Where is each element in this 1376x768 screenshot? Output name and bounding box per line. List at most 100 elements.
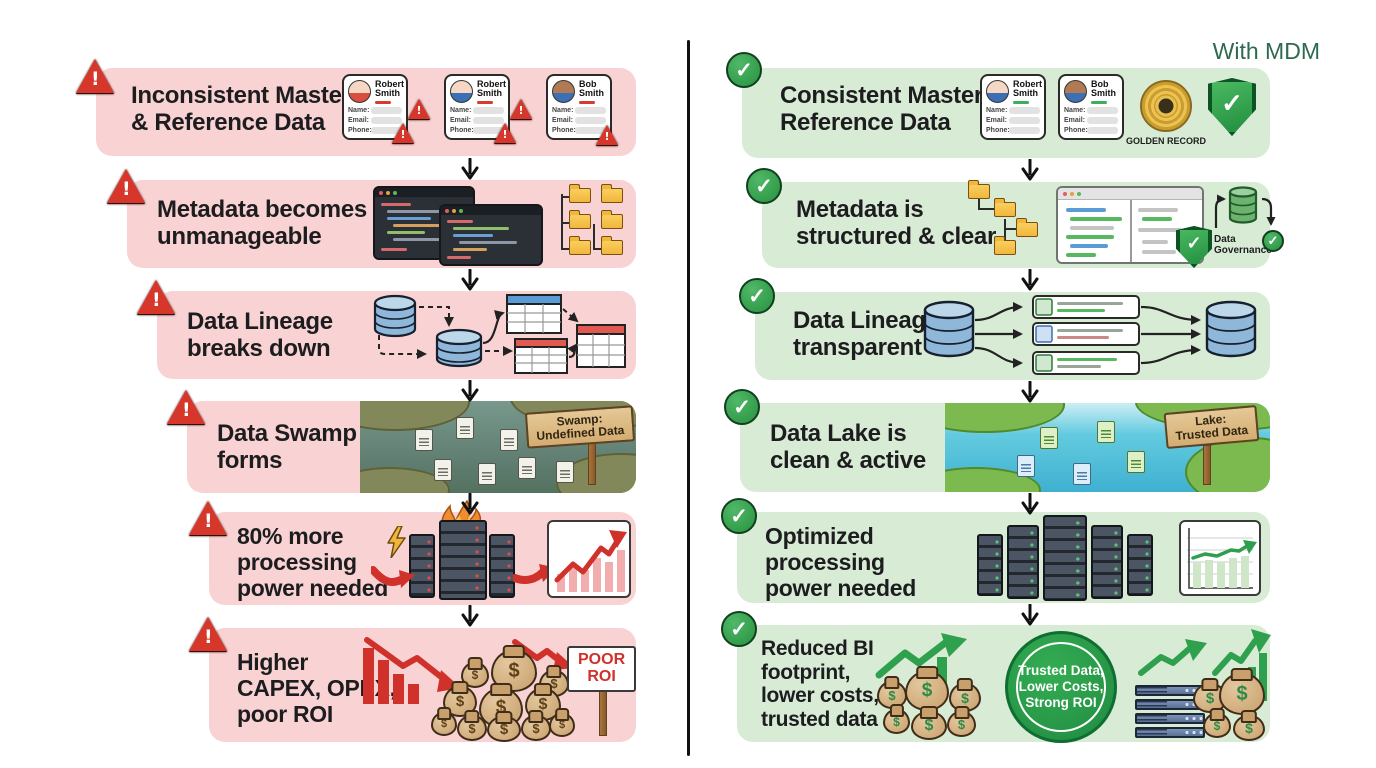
field-label: Email: [348, 117, 370, 125]
avatar [552, 80, 575, 103]
field-placeholder [473, 117, 504, 125]
field-placeholder [371, 127, 402, 135]
warning-icon [167, 387, 205, 424]
tree-line [561, 248, 569, 250]
field-label: Name: [552, 107, 574, 115]
check-icon [739, 278, 775, 314]
lightning-icon [387, 526, 406, 558]
money-bag-icon [487, 716, 521, 742]
money-bag-icon [1219, 673, 1265, 715]
document-icon [518, 457, 536, 479]
left-box-metadata-unmanageable: Metadata becomes unmanageable [107, 169, 636, 268]
name-underline [579, 100, 595, 105]
flow-down-arrow [459, 268, 481, 293]
contact-card: Robert Smith Name: Email: Phone: [980, 74, 1046, 141]
field-label: Name: [450, 107, 472, 115]
field-label: Phone: [348, 127, 372, 135]
money-bag-icon [1233, 715, 1265, 741]
money-bag-icon [521, 715, 551, 741]
contact-card: Bob Smith Name: Email: Phone: [1058, 74, 1124, 141]
field-placeholder [1009, 117, 1040, 125]
warning-icon [76, 56, 114, 93]
check-icon [724, 389, 760, 425]
rising-cost-chart-icon [547, 520, 631, 598]
flow-down-arrow [459, 492, 481, 517]
growth-arrow-icon [875, 633, 967, 679]
tree-line [978, 199, 980, 209]
card-header: Robert Smith [348, 79, 404, 105]
folder-icon [601, 184, 623, 203]
avatar [986, 80, 1009, 103]
field-placeholder [473, 107, 504, 115]
flow-down-arrow [459, 379, 481, 404]
field-label: Name: [986, 107, 1008, 115]
name-underline [375, 100, 391, 105]
box-title: Data Swamp forms [217, 420, 357, 474]
box-title: 80% more processing power needed [237, 523, 389, 601]
check-icon [746, 168, 782, 204]
warning-icon [408, 96, 430, 119]
money-bag-icon [431, 712, 457, 736]
folder-icon [601, 236, 623, 255]
field-placeholder [575, 107, 606, 115]
folder-icon [601, 210, 623, 229]
box-title: Inconsistent Master & Reference Data [131, 82, 351, 136]
server-unit-icon [1135, 713, 1205, 724]
document-icon [1127, 451, 1145, 473]
swamp-sign: Swamp: Undefined Data [524, 405, 636, 450]
left-box-processing-power: 80% more processing power needed [189, 500, 636, 605]
warning-icon [392, 120, 414, 143]
money-bag-icon [947, 711, 976, 737]
tree-line [561, 222, 569, 224]
document-icon [1073, 463, 1091, 485]
check-icon [721, 498, 757, 534]
right-box-consistent-master-data: Consistent Master & Reference Data Rober… [726, 52, 1270, 158]
card-name: Robert Smith [1013, 79, 1042, 99]
flow-down-arrow [1019, 158, 1041, 183]
field-label: Email: [1064, 117, 1086, 125]
card-name: Bob Smith [1091, 79, 1117, 99]
tree-line [561, 196, 569, 198]
document-icon [456, 417, 474, 439]
broken-lineage-diagram [373, 294, 626, 374]
data-governance-db-icon [1214, 186, 1276, 228]
field-label: Name: [348, 107, 370, 115]
document-icon [556, 461, 574, 483]
tree-line [1004, 228, 1016, 230]
folder-icon [1016, 218, 1038, 237]
contact-card: Bob Smith Name: Email: Phone: [546, 74, 612, 141]
server-rack-icon [1091, 525, 1123, 599]
right-box-lineage-transparent: Data Lineage is transparent [739, 278, 1270, 380]
swamp-bank [360, 401, 470, 431]
right-box-optimized-processing: Optimized processing power needed [721, 498, 1270, 603]
avatar [348, 80, 371, 103]
transparent-lineage-diagram [923, 295, 1257, 375]
box-title: Consistent Master & Reference Data [780, 82, 1007, 136]
folder-icon [968, 180, 990, 199]
left-box-higher-costs: Higher CAPEX, OPEX, poor ROI POOR ROI [189, 617, 637, 742]
left-box-data-swamp: Data Swamp forms Swamp: Undefined Data [167, 390, 636, 493]
server-rack-icon [439, 520, 487, 600]
box-title: Metadata is structured & clear [796, 196, 997, 250]
tree-line [593, 248, 603, 250]
shield-check-icon [1208, 78, 1256, 136]
flow-down-arrow [459, 604, 481, 629]
field-placeholder [371, 117, 402, 125]
transform-node [1032, 322, 1140, 346]
warning-icon [510, 96, 532, 119]
lake-scene: Lake: Trusted Data [945, 403, 1270, 492]
card-name: Robert Smith [477, 79, 506, 99]
flow-down-arrow [1019, 268, 1041, 293]
server-rack-icon [977, 534, 1003, 596]
folder-icon [569, 236, 591, 255]
box-title: Metadata becomes unmanageable [157, 196, 367, 250]
with-mdm-title: With MDM [1212, 38, 1320, 64]
server-rack-icon [409, 534, 435, 598]
document-icon [478, 463, 496, 485]
warning-icon [494, 120, 516, 143]
right-box-data-lake: Data Lake is clean & active Lake: Truste… [724, 389, 1270, 492]
tree-line [978, 208, 996, 210]
field-placeholder [473, 127, 504, 135]
money-bag-icon [905, 671, 949, 711]
money-bag-icon [457, 715, 487, 741]
